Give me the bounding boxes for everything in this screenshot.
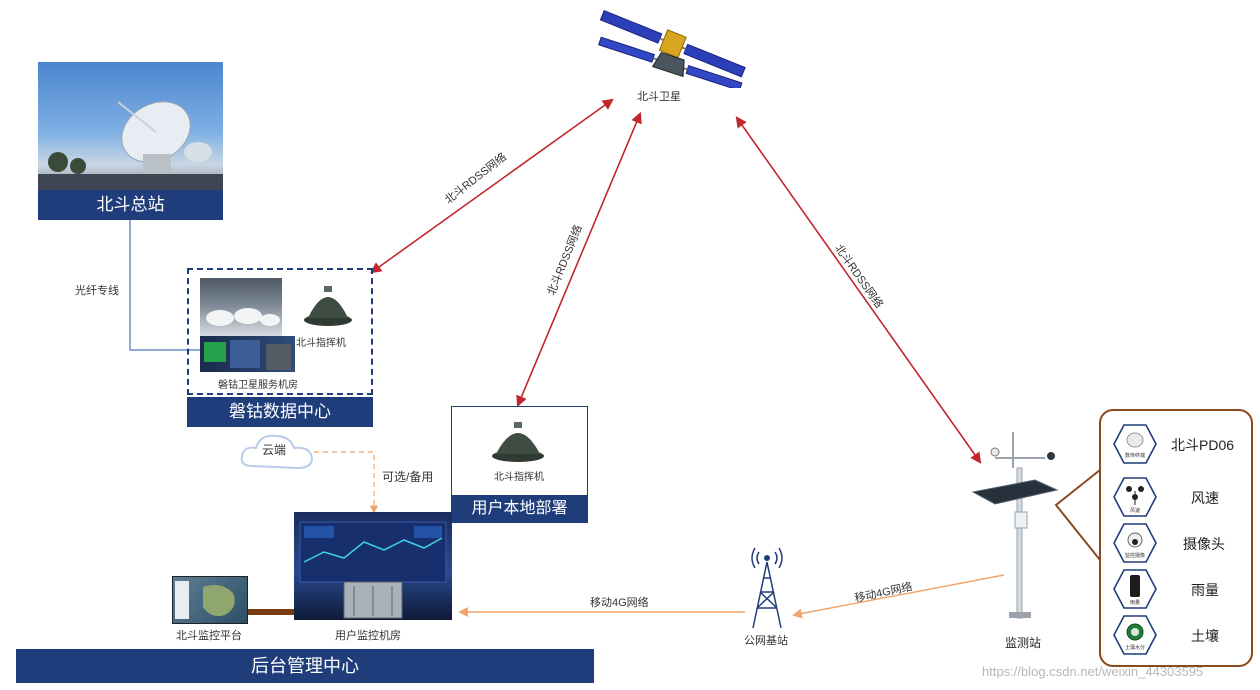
monitor-station-pole-icon — [965, 428, 1065, 628]
sensor-name-camera: 摄像头 — [1183, 536, 1225, 552]
base-station-label: 公网基站 — [744, 635, 788, 647]
camera-icon: 监控摄像 — [1113, 523, 1157, 563]
dish-farm-photo — [200, 278, 282, 336]
beidou-platform-label: 北斗监控平台 — [176, 630, 242, 642]
master-station-photo — [38, 62, 223, 190]
optional-backup-label: 可选/备用 — [382, 470, 434, 484]
monitor-station-label: 监测站 — [1005, 636, 1042, 650]
beidou-platform-screen — [172, 576, 248, 624]
sensor-row-camera: 监控摄像 摄像头 — [1113, 523, 1253, 563]
sensor-caption-camera: 监控摄像 — [1125, 552, 1145, 559]
4g-link-to-station — [792, 574, 1005, 619]
cloud-optional-line — [314, 451, 379, 514]
soil-moisture-icon: 土壤水分 — [1113, 615, 1157, 655]
radar-dish-icon — [38, 101, 223, 190]
commander-device-icon — [298, 280, 358, 328]
sensor-caption-rain: 雨量 — [1130, 599, 1140, 606]
monitoring-room-label: 用户监控机房 — [335, 630, 401, 642]
fiber-link-line — [129, 220, 200, 351]
sensor-name-rain: 雨量 — [1191, 582, 1219, 598]
sensor-name-soil: 土壤 — [1191, 628, 1219, 644]
satellite-label: 北斗卫星 — [637, 91, 681, 103]
rdss-link-monitor-station — [735, 116, 982, 464]
user-commander-device-icon — [486, 416, 550, 464]
sensor-name-pd06: 北斗PD06 — [1171, 437, 1235, 453]
sensor-row-rain: 雨量 雨量 — [1113, 569, 1253, 609]
video-wall-icon — [299, 521, 447, 619]
callout-pointer — [1054, 469, 1101, 561]
data-center-title: 磐钴数据中心 — [187, 397, 373, 427]
rdss-link-user-local — [516, 111, 642, 408]
sensor-caption-soil: 土壤水分 — [1125, 644, 1145, 651]
sensor-row-wind: 风速 风速 — [1113, 477, 1253, 517]
backend-title: 后台管理中心 — [16, 649, 594, 683]
monitoring-room-photo — [294, 512, 452, 620]
commander-label: 北斗指挥机 — [296, 338, 346, 349]
4g-to-room-label: 移动4G网络 — [590, 597, 649, 609]
rain-gauge-icon: 雨量 — [1113, 569, 1157, 609]
fiber-link-label: 光纤专线 — [75, 285, 119, 297]
cloud-icon — [238, 430, 316, 472]
server-rack-icon — [204, 340, 291, 370]
watermark: https://blog.csdn.net/weixin_44303595 — [982, 664, 1204, 679]
satellite-icon — [598, 9, 746, 92]
anemometer-icon: 风速 — [1113, 477, 1157, 517]
platform-connector — [246, 609, 294, 615]
master-station-title: 北斗总站 — [38, 190, 223, 220]
user-commander-label: 北斗指挥机 — [494, 472, 544, 483]
sensor-row-soil: 土壤水分 土壤 — [1113, 615, 1253, 655]
sensor-row-pd06: 数传终端 北斗PD06 — [1113, 424, 1253, 464]
dish-farm-icon — [206, 308, 280, 326]
sensor-name-wind: 风速 — [1191, 490, 1219, 506]
user-local-title: 用户本地部署 — [451, 495, 588, 523]
data-center-box — [187, 268, 373, 395]
server-room-label: 磐钴卫星服务机房 — [218, 380, 298, 391]
sensor-caption-wind: 风速 — [1130, 508, 1140, 514]
cell-tower-icon — [745, 544, 789, 630]
server-room-photo — [200, 336, 295, 372]
data-terminal-icon: 数传终端 — [1113, 424, 1157, 464]
map-screen-icon — [175, 581, 235, 619]
cloud-label: 云端 — [262, 443, 287, 457]
sensor-caption-pd06: 数传终端 — [1125, 452, 1145, 459]
beidou-satellite — [585, 8, 755, 92]
